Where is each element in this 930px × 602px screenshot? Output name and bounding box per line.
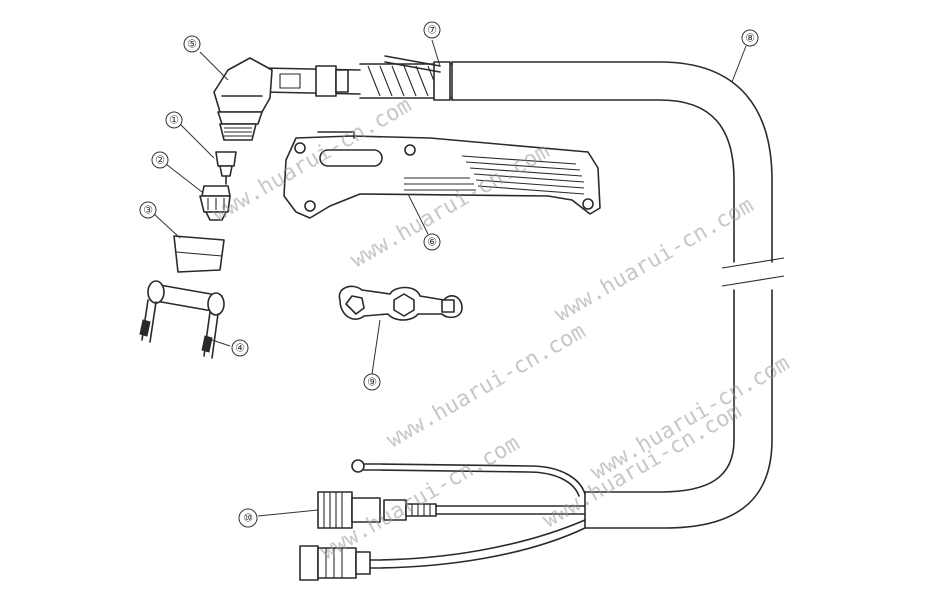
svg-text:⑨: ⑨ <box>367 376 377 389</box>
callout-10: ⑩ <box>238 508 258 528</box>
leader-lines <box>153 39 747 517</box>
svg-text:⑥: ⑥ <box>427 236 437 249</box>
svg-text:③: ③ <box>143 204 153 217</box>
watermark-4: www.huarui-cn.com <box>383 319 591 453</box>
part-9-wrench <box>338 285 463 321</box>
part-10-connectors <box>299 459 586 581</box>
part-1-tip <box>215 151 237 185</box>
svg-text:⑦: ⑦ <box>427 24 437 37</box>
svg-text:②: ② <box>155 154 165 167</box>
callout-4: ④ <box>231 339 249 357</box>
watermark-3: www.huarui-cn.com <box>551 193 759 327</box>
part-3-shield-cup <box>173 235 225 273</box>
watermark-7: www.huarui-cn.com <box>539 399 747 533</box>
part-6-handle <box>283 131 601 219</box>
callout-2: ② <box>151 151 169 169</box>
watermarks: www.huarui-cn.com www.huarui-cn.com www.… <box>209 93 795 565</box>
svg-text:⑧: ⑧ <box>745 32 755 45</box>
callout-5: ⑤ <box>183 35 201 53</box>
callout-1: ① <box>165 111 183 129</box>
part-5-torch-head <box>213 57 273 141</box>
callout-9: ⑨ <box>363 373 381 391</box>
svg-text:⑤: ⑤ <box>187 38 197 51</box>
callout-6: ⑥ <box>423 233 441 251</box>
svg-text:①: ① <box>169 114 179 127</box>
part-7-cable-sleeve <box>261 55 453 101</box>
callout-8: ⑧ <box>741 29 759 47</box>
callout-3: ③ <box>139 201 157 219</box>
svg-text:④: ④ <box>235 342 245 355</box>
part-4-standoff-guide <box>139 280 225 359</box>
callout-7: ⑦ <box>423 21 441 39</box>
svg-text:⑩: ⑩ <box>243 512 253 525</box>
part-8-main-hose <box>451 61 785 529</box>
part-2-electrode <box>199 185 231 221</box>
